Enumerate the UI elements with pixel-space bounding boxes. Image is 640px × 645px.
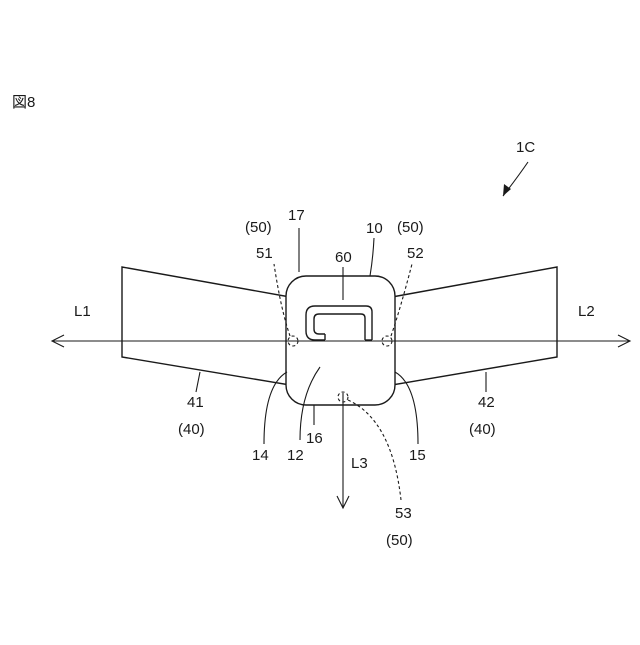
label-l3: L3	[351, 455, 368, 472]
leader-41	[196, 372, 200, 392]
label-40-left: (40)	[178, 421, 205, 438]
leader-53	[348, 400, 401, 500]
right-wing-42	[392, 267, 557, 385]
label-53: 53	[395, 505, 412, 522]
left-wing-41	[122, 267, 290, 385]
label-40-right: (40)	[469, 421, 496, 438]
label-50-right: (50)	[397, 219, 424, 236]
label-51: 51	[256, 245, 273, 262]
label-14: 14	[252, 447, 269, 464]
label-50-bottom: (50)	[386, 532, 413, 549]
figure-label: 図8	[12, 94, 35, 111]
label-50-left: (50)	[245, 219, 272, 236]
label-52: 52	[407, 245, 424, 262]
label-l2: L2	[578, 303, 595, 320]
label-12: 12	[287, 447, 304, 464]
label-15: 15	[409, 447, 426, 464]
label-42: 42	[478, 394, 495, 411]
label-16: 16	[306, 430, 323, 447]
leader-10	[370, 238, 374, 276]
label-10: 10	[366, 220, 383, 237]
device-label: 1C	[516, 139, 535, 156]
label-l1: L1	[74, 303, 91, 320]
label-17: 17	[288, 207, 305, 224]
label-41: 41	[187, 394, 204, 411]
device-arrowhead	[503, 184, 511, 196]
label-60: 60	[335, 249, 352, 266]
